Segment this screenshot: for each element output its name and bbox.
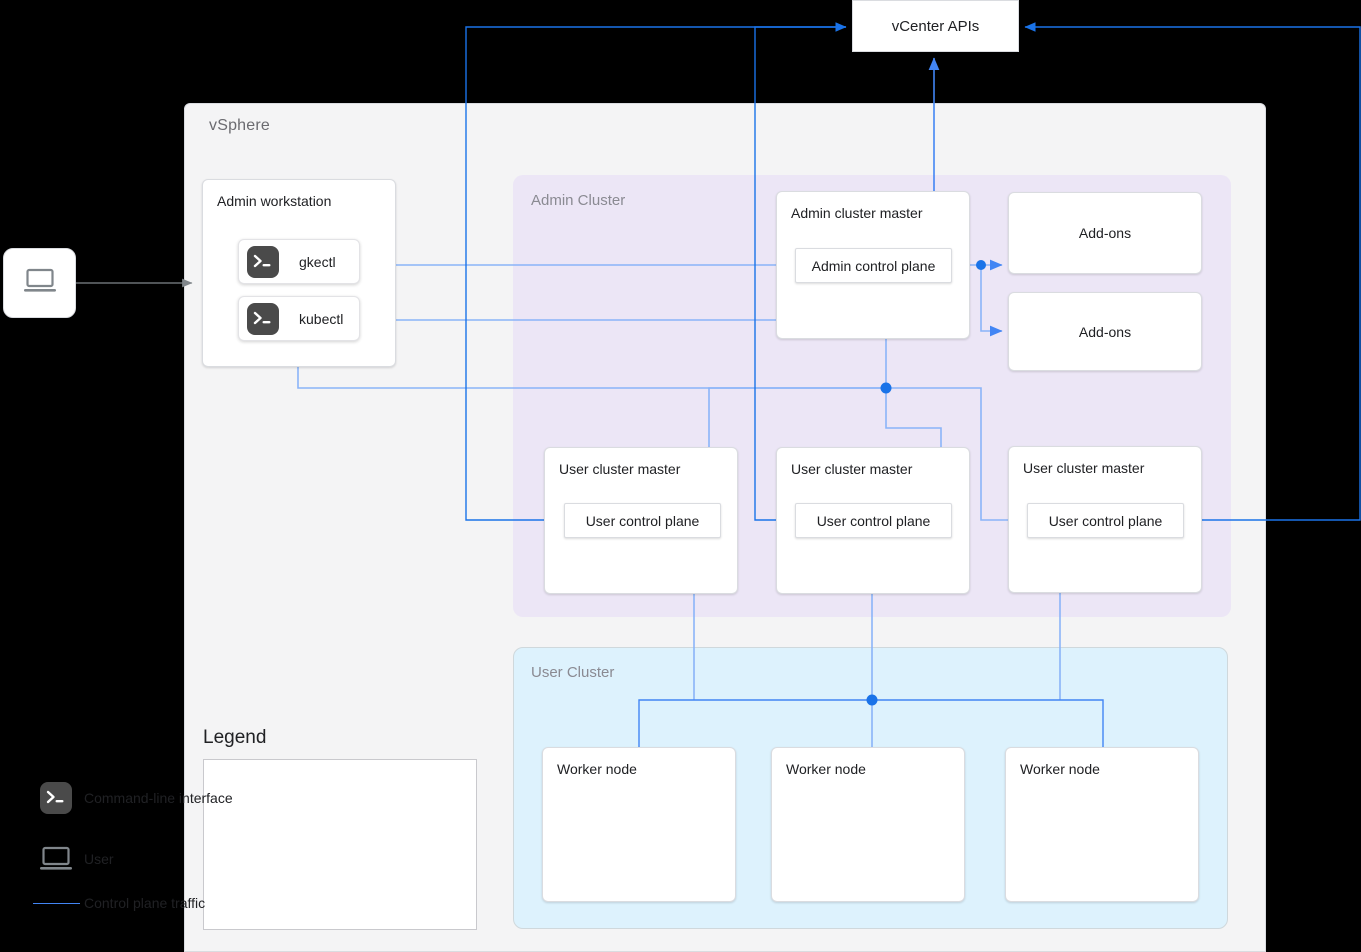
user-control-plane-label-3: User control plane xyxy=(1048,512,1163,529)
addons-label-2: Add-ons xyxy=(1078,323,1132,340)
cli-gkectl-label: gkectl xyxy=(299,253,336,270)
admin-control-plane-label: Admin control plane xyxy=(811,257,936,274)
worker-node-card-3[interactable]: Worker node xyxy=(1005,747,1199,902)
terminal-icon xyxy=(247,245,279,278)
legend-item-control-plane-traffic: Control plane traffic xyxy=(28,895,205,911)
legend-label-control-plane-traffic: Control plane traffic xyxy=(84,895,206,911)
worker-node-title-3: Worker node xyxy=(1020,761,1100,777)
admin-cluster-label: Admin Cluster xyxy=(531,192,626,209)
user-control-plane-label-2: User control plane xyxy=(816,512,931,529)
legend-box xyxy=(203,759,477,930)
vsphere-label: vSphere xyxy=(209,117,270,134)
worker-node-card-2[interactable]: Worker node xyxy=(771,747,965,902)
cli-gkectl[interactable]: gkectl xyxy=(238,239,360,284)
legend-title: Legend xyxy=(203,727,267,748)
laptop-icon xyxy=(28,845,84,873)
admin-workstation-title: Admin workstation xyxy=(217,193,332,209)
worker-node-title-1: Worker node xyxy=(557,761,637,777)
user-cluster-master-title-1: User cluster master xyxy=(559,461,681,477)
user-node[interactable] xyxy=(3,248,76,318)
admin-cluster-master-title: Admin cluster master xyxy=(791,205,923,221)
line-icon xyxy=(28,902,84,904)
worker-node-title-2: Worker node xyxy=(786,761,866,777)
legend-item-cli: Command-line interface xyxy=(28,782,233,814)
user-cluster-label: User Cluster xyxy=(531,664,615,681)
addons-card-1[interactable]: Add-ons xyxy=(1008,192,1202,274)
user-control-plane-card-1[interactable]: User control plane xyxy=(564,503,721,538)
vcenter-apis-node[interactable]: vCenter APIs xyxy=(852,0,1019,52)
cli-kubectl[interactable]: kubectl xyxy=(238,296,360,341)
legend-label-cli: Command-line interface xyxy=(84,790,233,806)
legend-item-user: User xyxy=(28,845,114,873)
user-cluster-master-title-3: User cluster master xyxy=(1023,460,1145,476)
user-cluster-master-title-2: User cluster master xyxy=(791,461,913,477)
admin-control-plane-card[interactable]: Admin control plane xyxy=(795,248,952,283)
user-control-plane-label-1: User control plane xyxy=(585,512,700,529)
terminal-icon xyxy=(28,782,84,814)
legend-label-user: User xyxy=(84,851,114,867)
user-control-plane-card-2[interactable]: User control plane xyxy=(795,503,952,538)
laptop-icon xyxy=(22,267,58,300)
terminal-icon xyxy=(247,302,279,335)
cli-kubectl-label: kubectl xyxy=(299,310,344,327)
user-control-plane-card-3[interactable]: User control plane xyxy=(1027,503,1184,538)
addons-label-1: Add-ons xyxy=(1078,225,1132,241)
addons-card-2[interactable]: Add-ons xyxy=(1008,292,1202,371)
worker-node-card-1[interactable]: Worker node xyxy=(542,747,736,902)
